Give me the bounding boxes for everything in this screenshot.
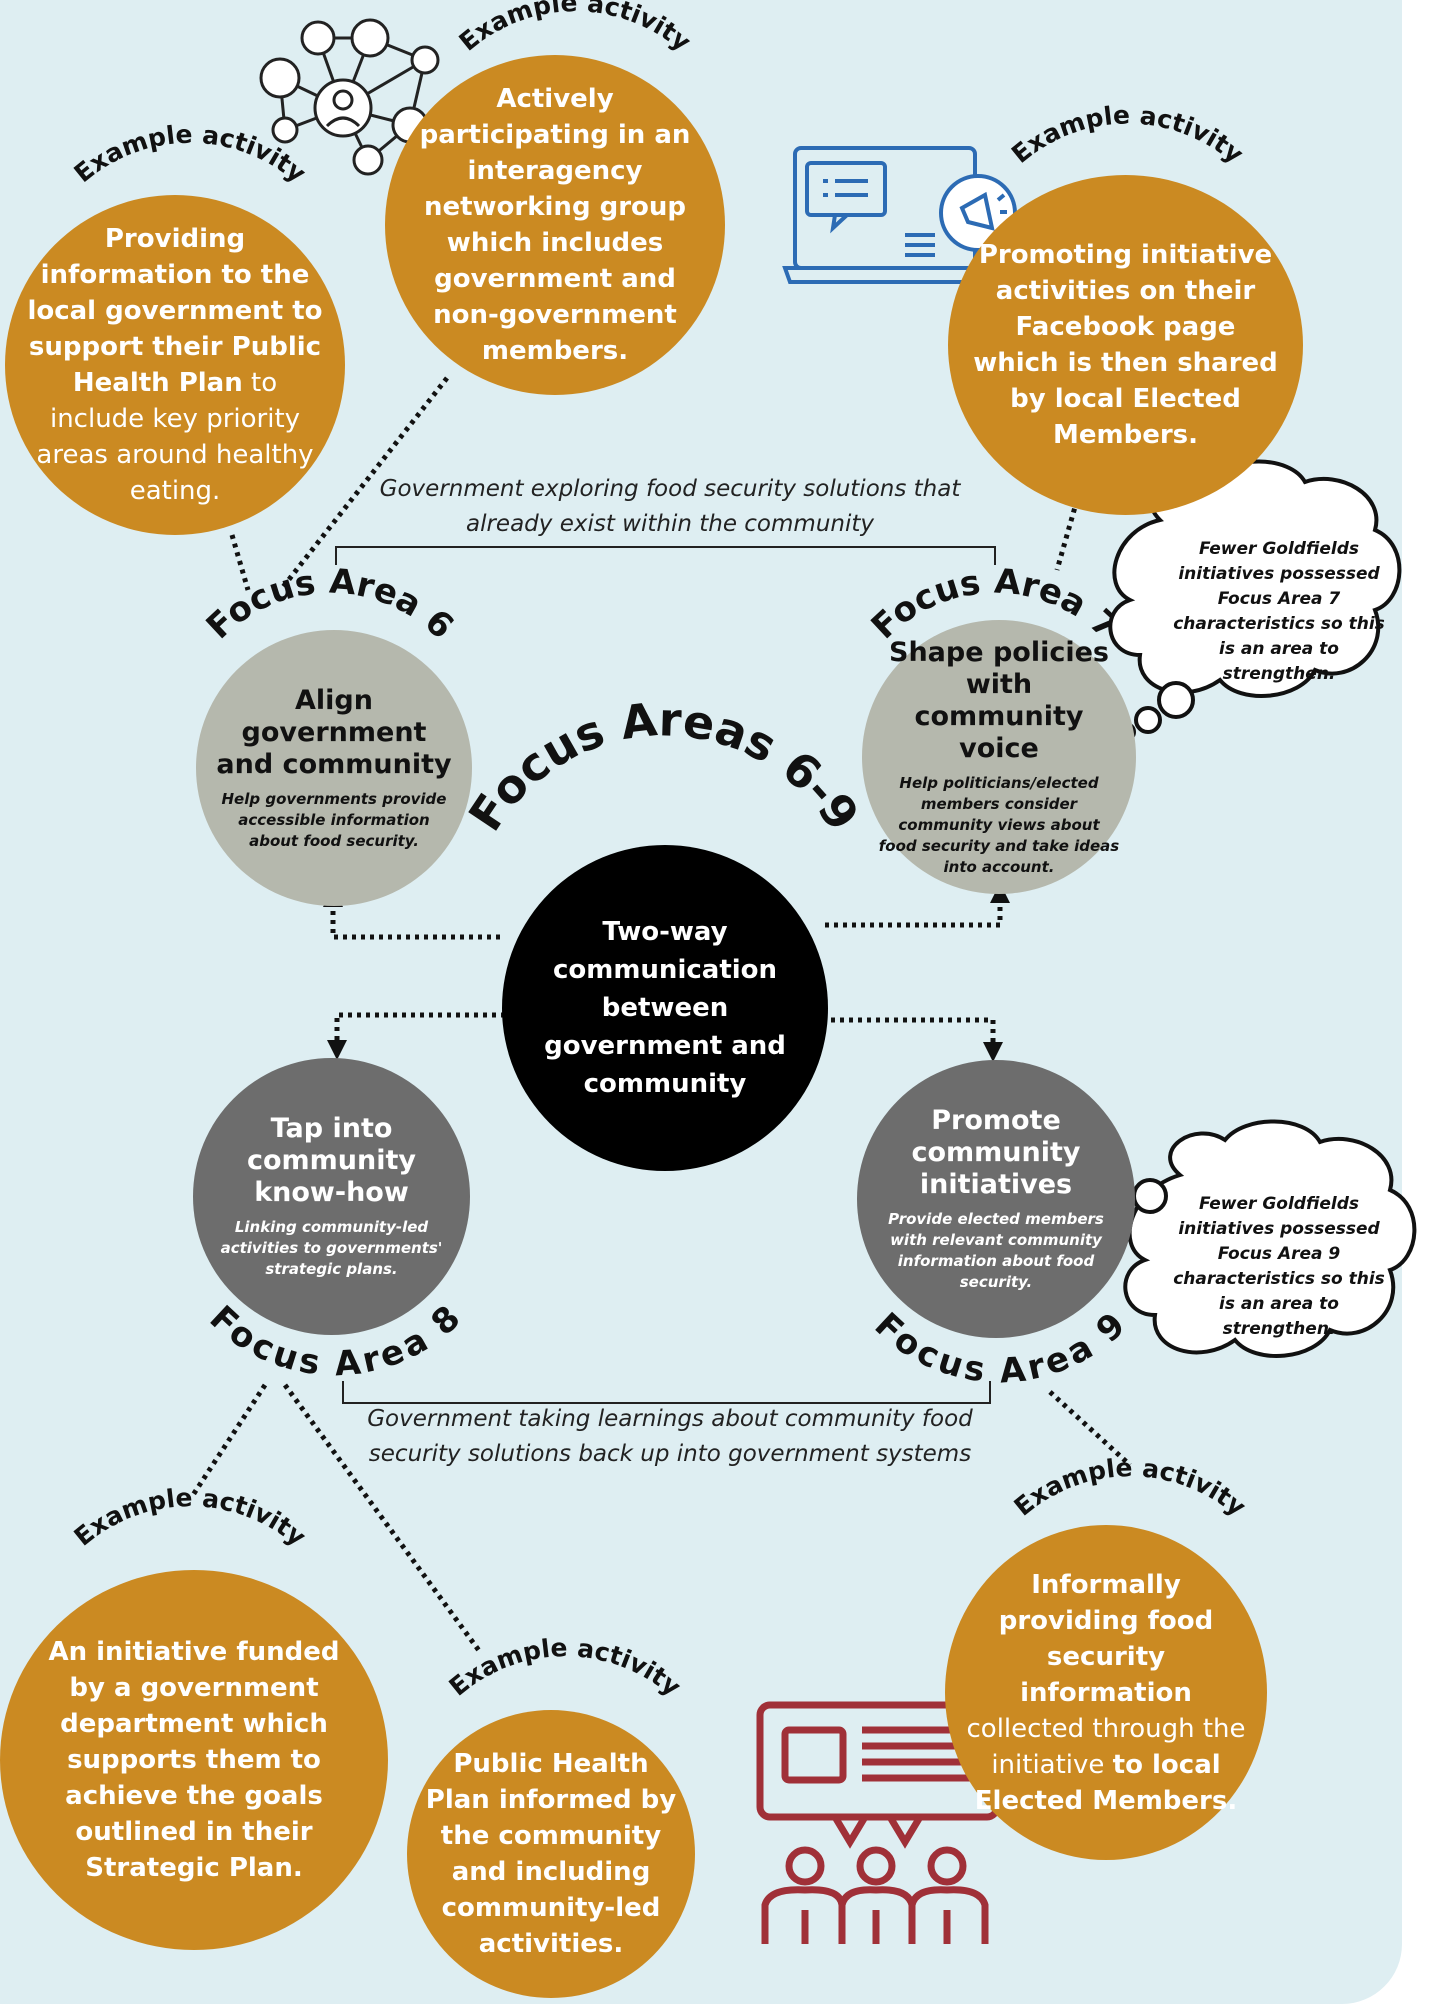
thought-cloud-fa9 xyxy=(1086,1119,1417,1358)
example-circle-3: Promoting initiative activities on their… xyxy=(948,175,1303,515)
focus-area-7-title: Shape policies with community voice xyxy=(889,636,1109,764)
cloud-text-fa7: Fewer Goldfields initiatives possessed F… xyxy=(1173,539,1385,684)
example-text-4: An initiative funded by a government dep… xyxy=(48,1637,340,1883)
example-circle-2: Actively participating in an interagency… xyxy=(385,55,725,395)
connector-center-to-fa9 xyxy=(822,1017,1003,1062)
connector-fa8-ex5 xyxy=(282,1383,483,1654)
example-circle-4: An initiative funded by a government dep… xyxy=(0,1570,388,1950)
bracket-bottom xyxy=(342,1381,991,1404)
connector-center-to-fa8 xyxy=(327,1012,505,1060)
connectors xyxy=(190,376,1132,1654)
brackets xyxy=(335,546,996,1404)
connector-center-to-fa6 xyxy=(323,887,500,940)
example-circle-6: Informally providing food security infor… xyxy=(945,1525,1267,1860)
connector-center-to-fa7 xyxy=(825,883,1010,928)
focus-area-6-desc: Help governments provide accessible info… xyxy=(221,789,447,850)
example-heading-6: Example activity xyxy=(1009,1453,1252,1522)
connector-fa7-ex3 xyxy=(1054,499,1080,571)
focus-area-7-desc: Help politicians/elected members conside… xyxy=(878,773,1120,876)
example-text-6: Informally providing food security infor… xyxy=(966,1569,1246,1816)
note-top: Government exploring food security solut… xyxy=(379,476,961,537)
thought-cloud-fa7 xyxy=(1108,459,1402,742)
focus-area-7-circle: Shape policies with community voice Help… xyxy=(862,620,1136,894)
focus-area-6-circle: Align government and community Help gove… xyxy=(196,630,472,906)
center-arc-title: Focus Areas 6-9 xyxy=(458,692,870,840)
example-circle-5: Public Health Plan informed by the commu… xyxy=(407,1710,695,1998)
focus-area-8-title: Tap into community know-how xyxy=(246,1113,417,1208)
cloud-text-fa9: Fewer Goldfields initiatives possessed F… xyxy=(1173,1194,1385,1339)
example-heading-3: Example activity xyxy=(1006,100,1249,169)
example-text-2: Actively participating in an interagency… xyxy=(419,84,691,366)
focus-area-8-circle: Tap into community know-how Linking comm… xyxy=(193,1058,470,1335)
example-text-1: Providing information to the local gover… xyxy=(27,224,323,506)
connector-fa8-ex4 xyxy=(190,1383,268,1497)
focus-area-6-title: Align government and community xyxy=(216,684,452,780)
connector-fa6-ex1 xyxy=(229,534,251,591)
example-heading-4: Example activity xyxy=(69,1483,312,1552)
focus-area-9-desc: Provide elected members with relevant co… xyxy=(888,1210,1104,1291)
connector-fa9-ex6 xyxy=(1048,1390,1132,1467)
example-heading-2: Example activity xyxy=(454,0,697,57)
focus-area-8-desc: Linking community-led activities to gove… xyxy=(220,1218,443,1278)
focus-area-9-title: Promote community initiatives xyxy=(911,1105,1081,1200)
center-text: Two-way communication between government… xyxy=(544,917,786,1099)
example-circle-1: Providing information to the local gover… xyxy=(5,195,345,535)
center-circle: Two-way communication between government… xyxy=(502,845,828,1171)
bracket-top xyxy=(335,546,996,565)
network-people-icon xyxy=(259,18,440,176)
example-heading-5: Example activity xyxy=(444,1633,687,1702)
example-text-3: Promoting initiative activities on their… xyxy=(973,240,1278,450)
example-text-5: Public Health Plan informed by the commu… xyxy=(425,1749,677,1959)
note-bottom: Government taking learnings about commun… xyxy=(367,1406,973,1467)
focus-area-9-circle: Promote community initiatives Provide el… xyxy=(857,1060,1135,1338)
